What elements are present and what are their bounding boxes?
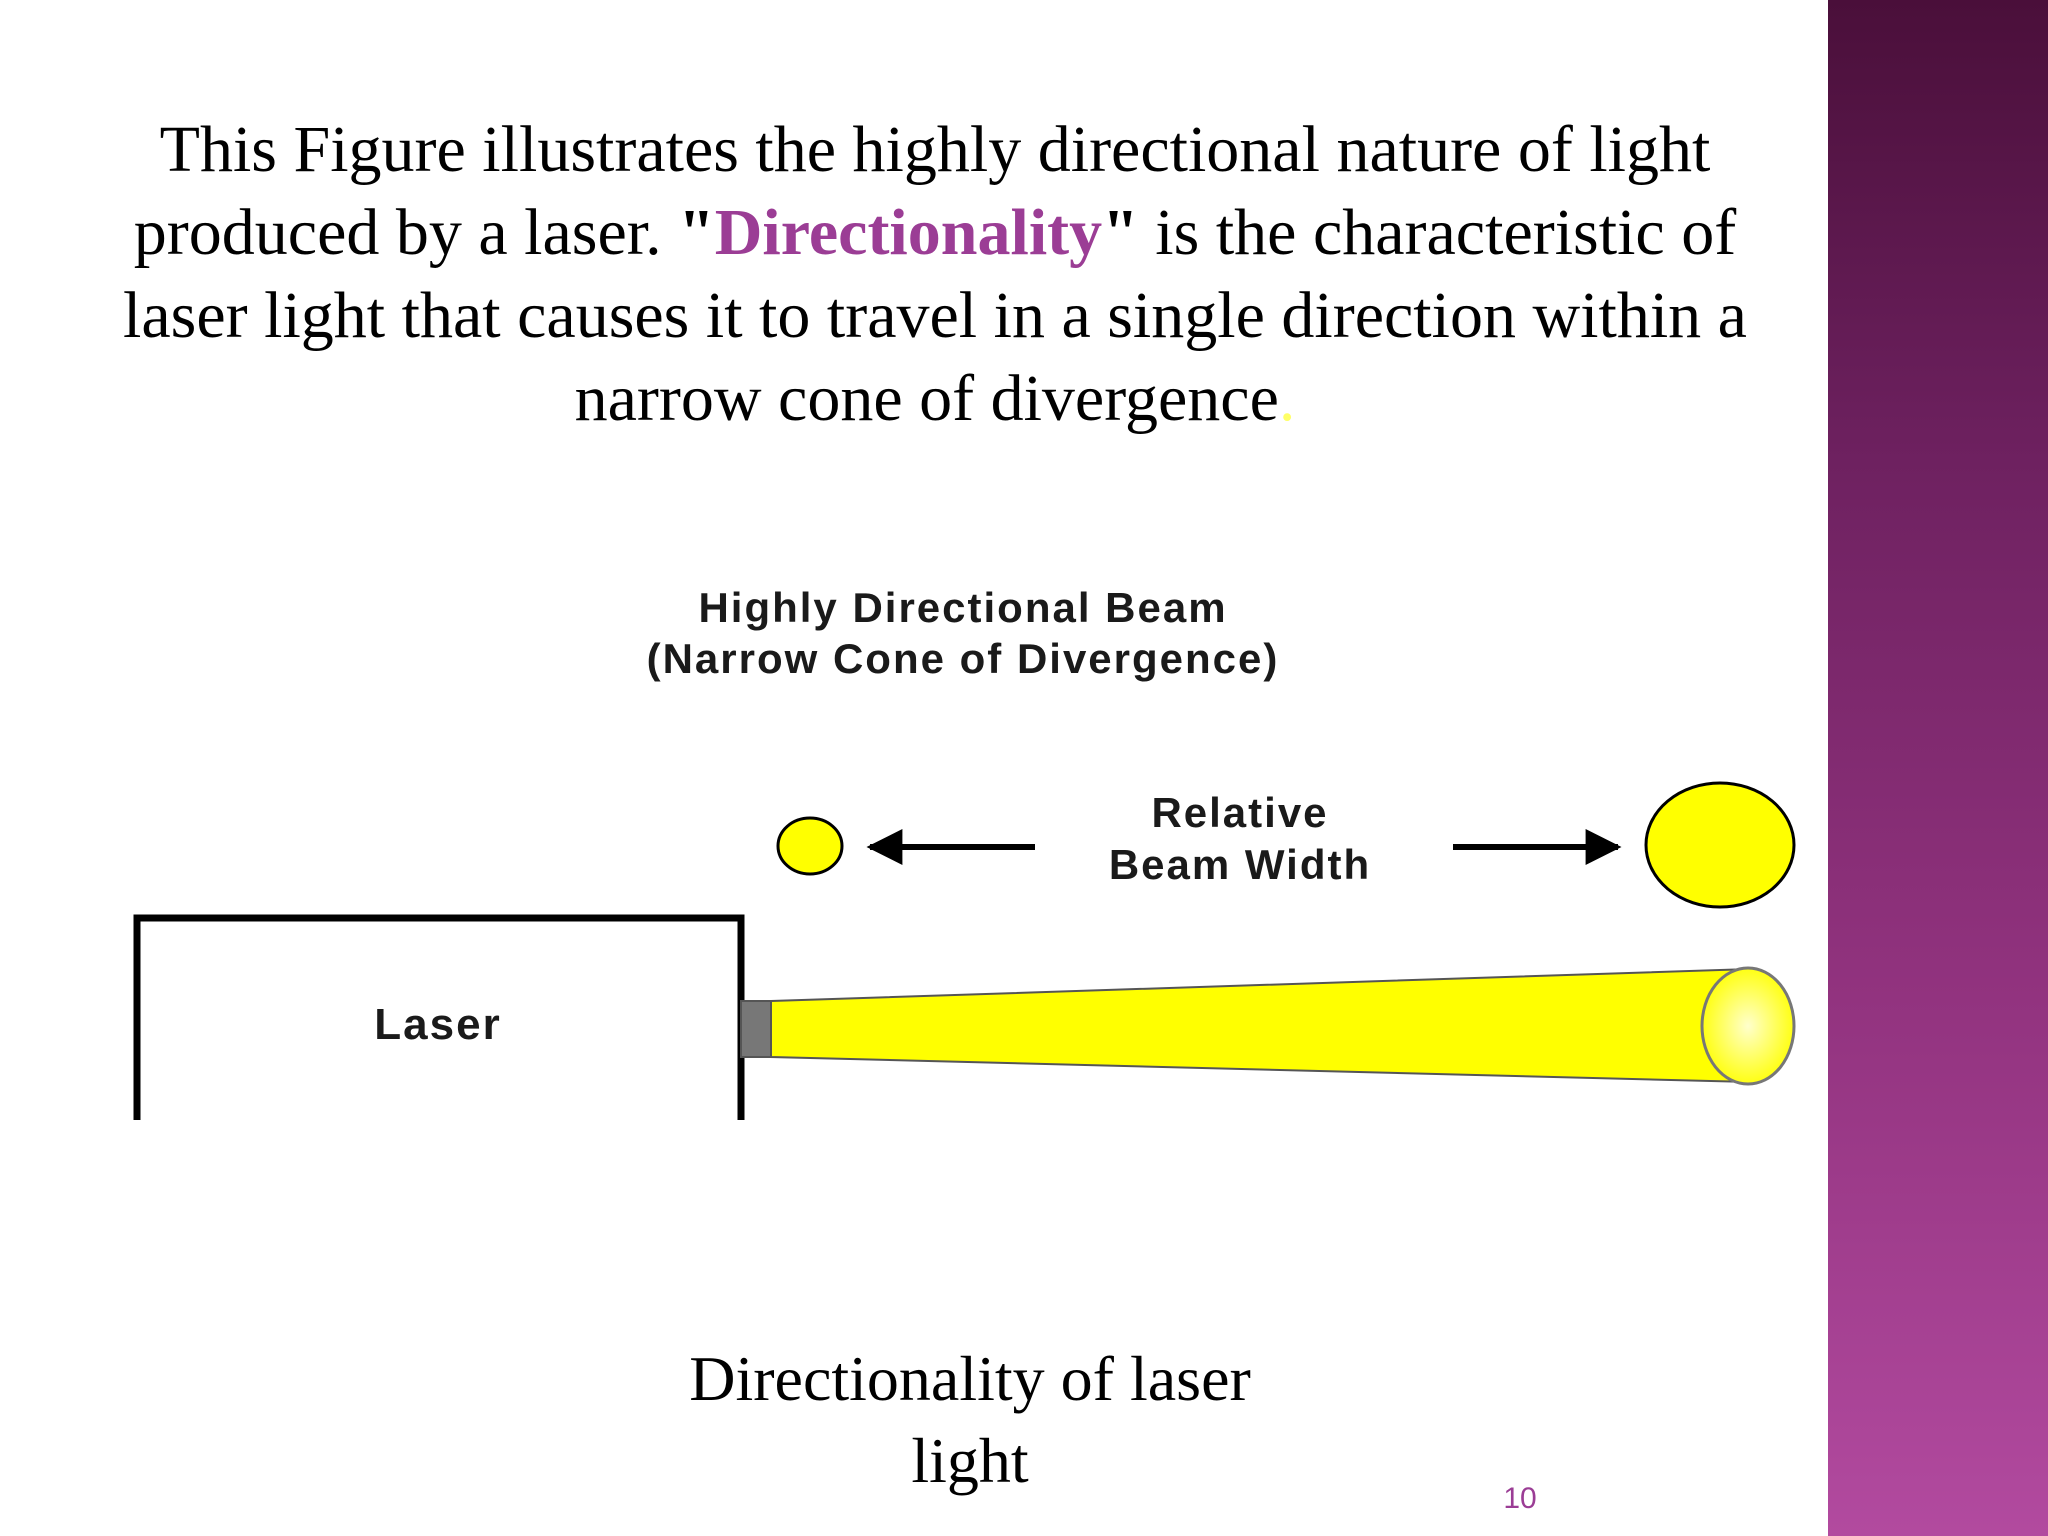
width-label-line1: Relative <box>1151 789 1328 836</box>
figure-caption: Directionality of laser light <box>620 1338 1320 1502</box>
width-label-line2: Beam Width <box>1109 841 1371 888</box>
laser-label: Laser <box>374 1000 501 1049</box>
page-number: 10 <box>1503 1482 1537 1515</box>
intro-paragraph: This Figure illustrates the highly direc… <box>110 108 1760 440</box>
intro-text-after: is the characteristic of laser light tha… <box>123 196 1747 435</box>
intro-period: . <box>1278 362 1296 435</box>
beam-end <box>1700 966 1796 1086</box>
laser-directionality-diagram: Highly Directional Beam (Narrow Cone of … <box>133 584 1796 1120</box>
quote-close: " <box>1102 196 1139 269</box>
decorative-sidebar <box>1828 0 2048 1536</box>
large-beam-spot <box>1644 781 1796 909</box>
highlighted-term: Directionality <box>714 196 1103 269</box>
laser-aperture <box>740 1000 772 1058</box>
beam-title-line2: (Narrow Cone of Divergence) <box>647 635 1280 682</box>
quote-open: " <box>678 196 715 269</box>
beam-title-line1: Highly Directional Beam <box>698 584 1227 631</box>
laser-beam <box>770 967 1751 1084</box>
caption-line1: Directionality of laser <box>689 1343 1251 1414</box>
small-beam-spot <box>776 816 844 876</box>
intro-text-before: This Figure illustrates the highly direc… <box>133 113 1711 269</box>
laser-box <box>133 914 745 1120</box>
caption-line2: light <box>911 1425 1029 1496</box>
